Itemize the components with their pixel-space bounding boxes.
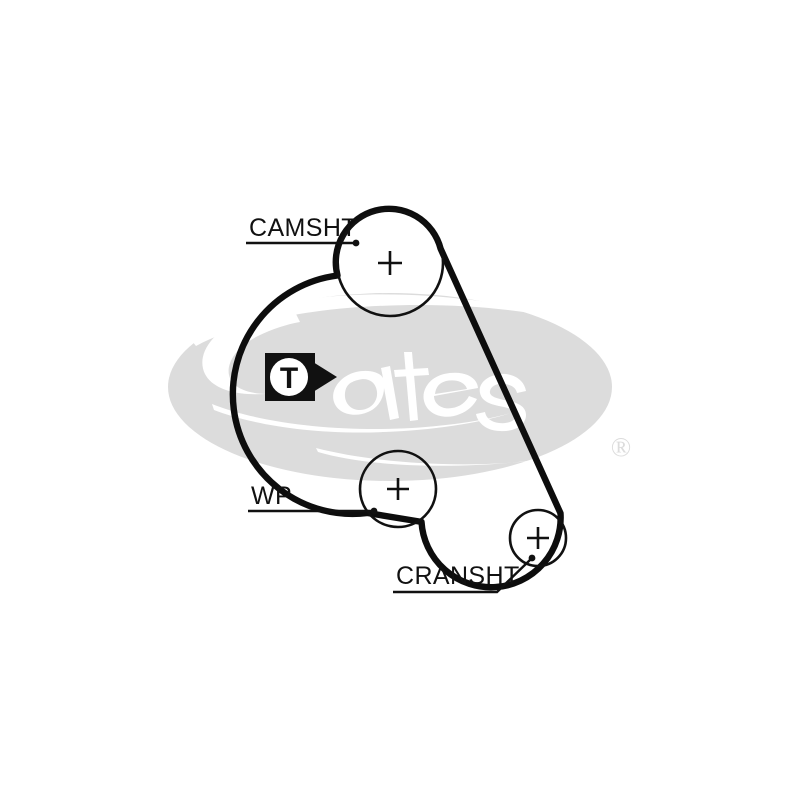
tensioner-letter: T (280, 362, 298, 395)
water-pump-leader-dot (370, 507, 378, 515)
tensioner-marker: T (265, 353, 337, 401)
camshaft-pulley (335, 208, 445, 318)
camshaft-label: CAMSHT (249, 214, 357, 242)
watermark-script-glyphs (188, 294, 598, 466)
camshaft-center-cross (378, 251, 402, 275)
crankshaft-leader-line (393, 558, 532, 594)
crankshaft-center-cross (527, 527, 549, 549)
crankshaft-pulley-circle (508, 508, 568, 568)
crankshaft-label: CRANSHT (396, 562, 520, 590)
registered-trademark-symbol: ® (611, 432, 632, 462)
camshaft-pulley-circle (335, 208, 445, 318)
camshaft-callout: CAMSHT (246, 214, 360, 247)
crankshaft-callout: CRANSHT (393, 554, 536, 594)
tensioner-circle (270, 358, 308, 396)
tensioner-arrow-icon (313, 362, 337, 392)
pulley-group (335, 208, 568, 568)
water-pump-center-cross (387, 478, 409, 500)
camshaft-leader-dot (352, 239, 360, 247)
water-pump-label: WP (251, 482, 292, 510)
crankshaft-leader-dot (528, 554, 536, 562)
water-pump-pulley-circle (358, 449, 438, 529)
crankshaft-pulley (508, 508, 568, 568)
water-pump-callout: WP (248, 482, 378, 515)
gates-watermark: ® (168, 293, 631, 481)
water-pump-pulley (358, 449, 438, 529)
